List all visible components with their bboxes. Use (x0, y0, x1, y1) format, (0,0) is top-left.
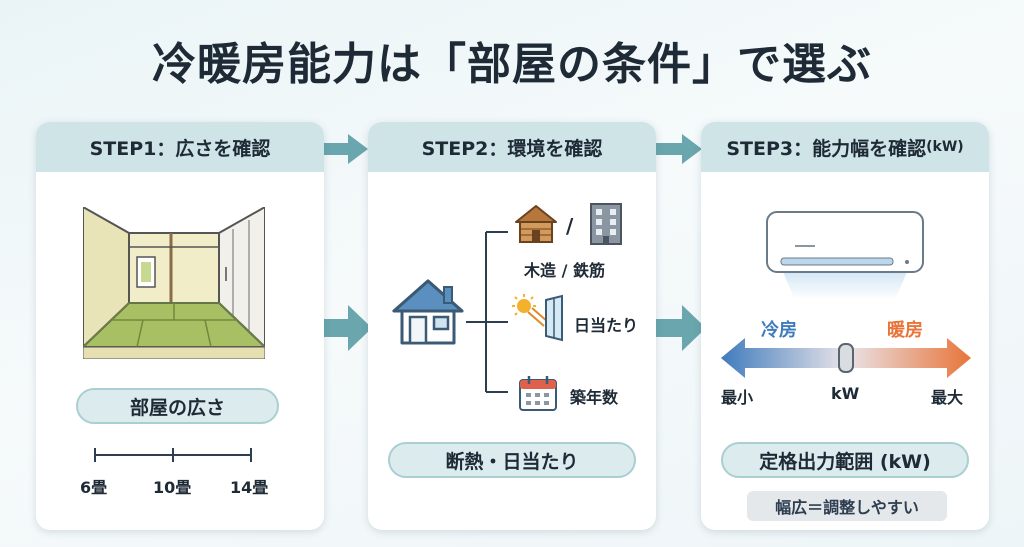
scale-label-6: 6畳 (80, 478, 108, 497)
note-box: 幅広＝調整しやすい (747, 491, 947, 521)
wooden-house-icon (515, 205, 557, 243)
structure-label: 木造 / 鉄筋 (524, 261, 605, 280)
sunlight-label: 日当たり (574, 316, 639, 335)
rated-output-pill: 定格出力範囲 (kW) (721, 442, 969, 478)
building-age-label: 築年数 (570, 388, 619, 407)
concrete-building-icon (590, 203, 622, 245)
tatami-room-illustration (83, 207, 265, 359)
structure-slash: / (566, 214, 574, 238)
step3-card: STEP3：能力幅を確認(kW) 冷房 暖房 最小 kW 最大 定格出力範囲 ( (701, 122, 989, 530)
scale-label-14: 14畳 (230, 478, 269, 497)
step1-card: STEP1：広さを確認 部屋の広さ 6畳 10畳 14畳 (36, 122, 324, 530)
capacity-range-arrow (721, 338, 971, 378)
header-arrow-1 (322, 134, 368, 164)
scale-label-10: 10畳 (153, 478, 192, 497)
insulation-sunlight-pill: 断熱・日当たり (388, 442, 636, 478)
step3-header: STEP3：能力幅を確認(kW) (701, 122, 989, 172)
step2-card: STEP2：環境を確認 / 木造 / 鉄筋 (368, 122, 656, 530)
step1-header: STEP1：広さを確認 (36, 122, 324, 172)
header-arrow-2 (656, 134, 702, 164)
branch-lines (466, 231, 508, 393)
flow-arrow-1 (322, 305, 372, 351)
air-conditioner-icon (766, 211, 924, 300)
room-size-pill: 部屋の広さ (76, 388, 279, 424)
sunlight-window-icon (512, 294, 563, 342)
flow-arrow-2 (656, 305, 706, 351)
room-size-scale (94, 448, 252, 462)
max-label: 最大 (931, 388, 964, 407)
step3-header-unit: (kW) (926, 139, 964, 155)
step2-header: STEP2：環境を確認 (368, 122, 656, 172)
min-label: 最小 (721, 388, 754, 407)
heating-label: 暖房 (887, 320, 923, 341)
house-icon (392, 279, 464, 345)
page-title: 冷暖房能力は「部屋の条件」で選ぶ (152, 39, 872, 90)
calendar-icon (519, 376, 557, 411)
step3-header-main: STEP3：能力幅を確認 (726, 137, 927, 160)
cooling-label: 冷房 (761, 320, 797, 341)
kw-label: kW (831, 384, 860, 403)
